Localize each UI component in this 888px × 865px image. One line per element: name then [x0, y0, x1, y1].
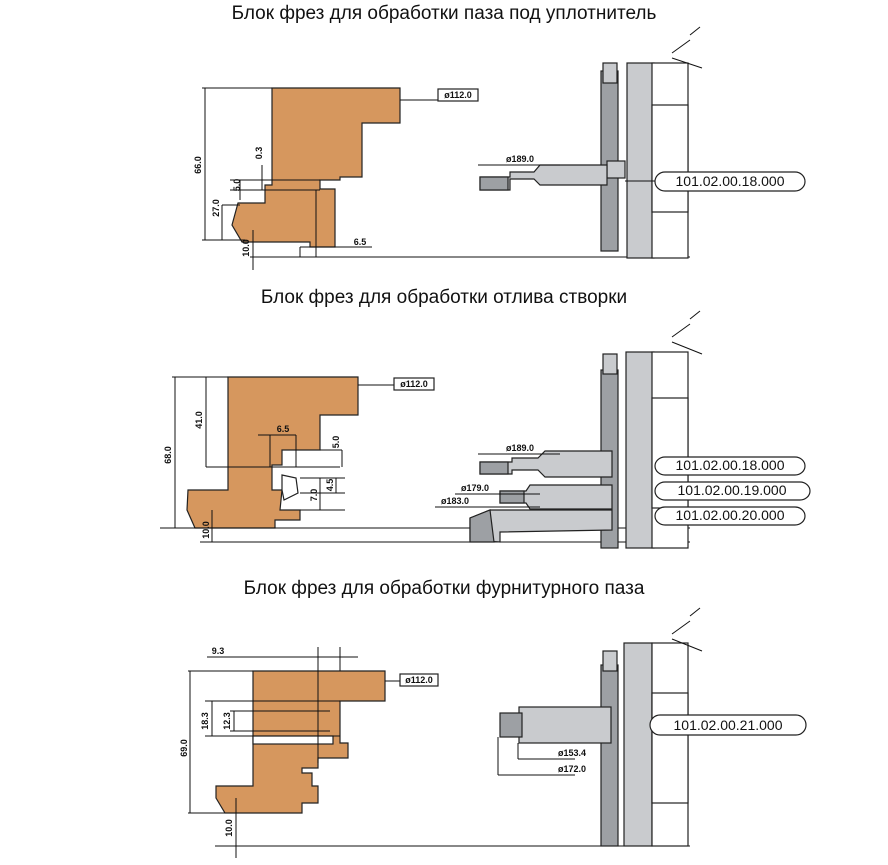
dim-v3: 27.0 — [211, 199, 221, 217]
dim-v2: 5.0 — [232, 179, 242, 192]
dim-d112: ø112.0 — [444, 90, 472, 100]
dim-d189: ø189.0 — [506, 443, 534, 453]
dim-d172: ø172.0 — [558, 764, 586, 774]
dim-v2: 12.3 — [222, 712, 232, 730]
dim-v3: 4.5 — [325, 479, 335, 492]
section-1-title: Блок фрез для обработки паза под уплотни… — [231, 3, 657, 24]
dim-d179: ø179.0 — [461, 483, 489, 493]
code-label-18: 101.02.00.18.000 — [676, 173, 785, 189]
dim-d112: ø112.0 — [405, 675, 433, 685]
dim-d112: ø112.0 — [400, 379, 428, 389]
code-box-19 — [654, 481, 811, 501]
dim-h1: 6.5 — [354, 237, 367, 247]
dim-v5: 10.0 — [201, 521, 211, 539]
dim-h-total: 68.0 — [163, 446, 173, 464]
code-label-19: 101.02.00.19.000 — [678, 482, 787, 498]
dim-v4: 10.0 — [241, 239, 251, 257]
profile-part — [231, 87, 401, 248]
section-2-title: Блок фрез для обработки отлива створки — [260, 287, 628, 308]
profile-part — [186, 376, 359, 529]
dim-v1: 18.3 — [200, 712, 210, 730]
dim-v2: 5.0 — [331, 436, 341, 449]
section-3-title: Блок фрез для обработки фурнитурного паз… — [243, 578, 645, 599]
dim-d189: ø189.0 — [506, 154, 534, 164]
dim-d183: ø183.0 — [441, 496, 469, 506]
dim-v4: 7.0 — [309, 489, 319, 502]
dim-h-total: 69.0 — [179, 739, 189, 757]
code-label-20: 101.02.00.20.000 — [676, 507, 785, 523]
dim-v1: 41.0 — [194, 411, 204, 429]
dim-v3: 10.0 — [224, 819, 234, 837]
dim-d153: ø153.4 — [558, 748, 586, 758]
code-box-18 — [654, 456, 806, 476]
dim-h-total: 66.0 — [193, 156, 203, 174]
dim-h1: 9.3 — [212, 646, 225, 656]
section-3-diagram: ø112.0 9.3 69.0 18.3 12.3 10.0 ø153.4 ø1… — [179, 607, 807, 858]
code-box-20 — [654, 506, 806, 526]
hub-flange — [626, 62, 655, 259]
code-label-21: 101.02.00.21.000 — [674, 717, 783, 733]
section-1-diagram: ø112.0 66.0 0.3 5.0 27.0 10.0 6.5 ø189.0… — [193, 26, 806, 270]
dim-v1: 0.3 — [254, 147, 264, 160]
code-label-18: 101.02.00.18.000 — [676, 457, 785, 473]
dim-h1: 6.5 — [277, 424, 290, 434]
section-2-diagram: ø112.0 68.0 41.0 6.5 5.0 4.5 7.0 10.0 ø1… — [160, 310, 811, 549]
code-box-21 — [649, 714, 807, 736]
